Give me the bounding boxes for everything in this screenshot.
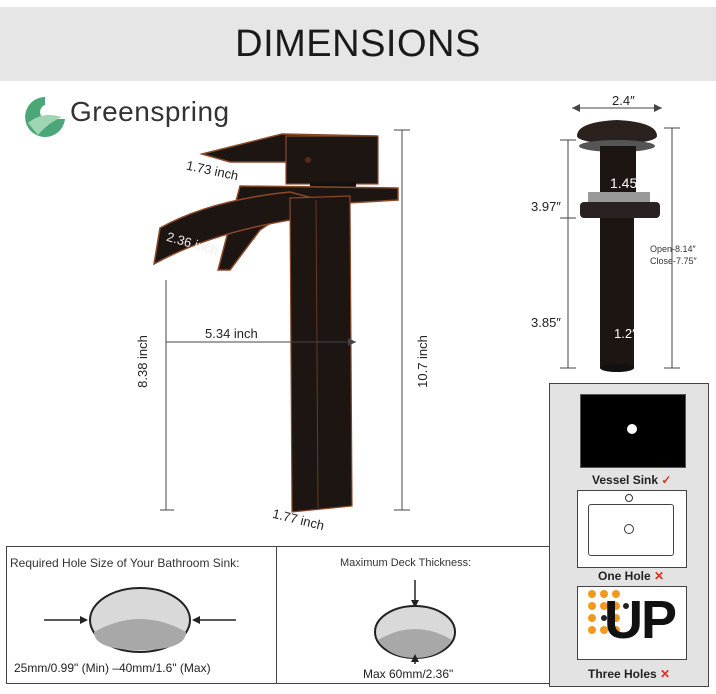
- watermark-text: UP: [604, 590, 677, 650]
- spout-height-dimension: 8.38 inch: [134, 335, 150, 388]
- faucet-illustration: [153, 129, 410, 513]
- x-icon: ✕: [654, 569, 665, 583]
- reach-dimension: 5.34 inch: [205, 326, 258, 341]
- body-width-dimension: 1.45″: [610, 175, 643, 191]
- watermark-logo: UP: [604, 590, 677, 650]
- one-hole-label: One Hole ✕: [598, 569, 665, 583]
- total-height-dimension: 10.7 inch: [414, 335, 430, 388]
- hole-size-diagram: [44, 587, 236, 653]
- brand-name: Greenspring: [70, 96, 230, 127]
- one-hole-tap-hole: [625, 494, 633, 502]
- open-close-heights: Open-8.14″ Close-7.75″: [650, 243, 697, 267]
- pipe-width-dimension: 1.2″: [614, 326, 637, 341]
- three-holes-sink-image: [577, 586, 687, 660]
- panel-divider: [276, 546, 277, 684]
- open-height: Open-8.14″: [650, 244, 696, 254]
- x-icon: ✕: [660, 667, 671, 681]
- watermark-dots-icon: [588, 590, 629, 634]
- one-hole-drain: [624, 524, 634, 534]
- one-hole-basin: [588, 504, 674, 556]
- hole-size-range: 25mm/0.99" (Min) –40mm/1.6" (Max): [14, 661, 211, 675]
- lower-height-dimension: 3.85″: [531, 315, 561, 330]
- cap-width-dimension: 2.4″: [612, 93, 635, 108]
- deck-thickness-max: Max 60mm/2.36": [363, 667, 454, 681]
- vessel-sink-image: [580, 394, 686, 468]
- close-height: Close-7.75″: [650, 256, 697, 266]
- deck-thickness-caption: Maximum Deck Thickness:: [340, 557, 472, 569]
- greenspring-logo-icon: [25, 97, 65, 137]
- deck-thickness-diagram: [374, 580, 456, 664]
- drain-illustration: [560, 104, 680, 372]
- upper-height-dimension: 3.97″: [531, 199, 561, 214]
- check-icon: ✓: [661, 473, 672, 487]
- vessel-sink-label: Vessel Sink ✓: [592, 473, 672, 487]
- hole-size-caption: Required Hole Size of Your Bathroom Sink…: [10, 556, 240, 570]
- three-holes-label: Three Holes ✕: [588, 667, 671, 681]
- page-title: DIMENSIONS: [235, 23, 481, 65]
- vessel-sink-hole: [627, 424, 637, 434]
- header-bar: [0, 7, 716, 81]
